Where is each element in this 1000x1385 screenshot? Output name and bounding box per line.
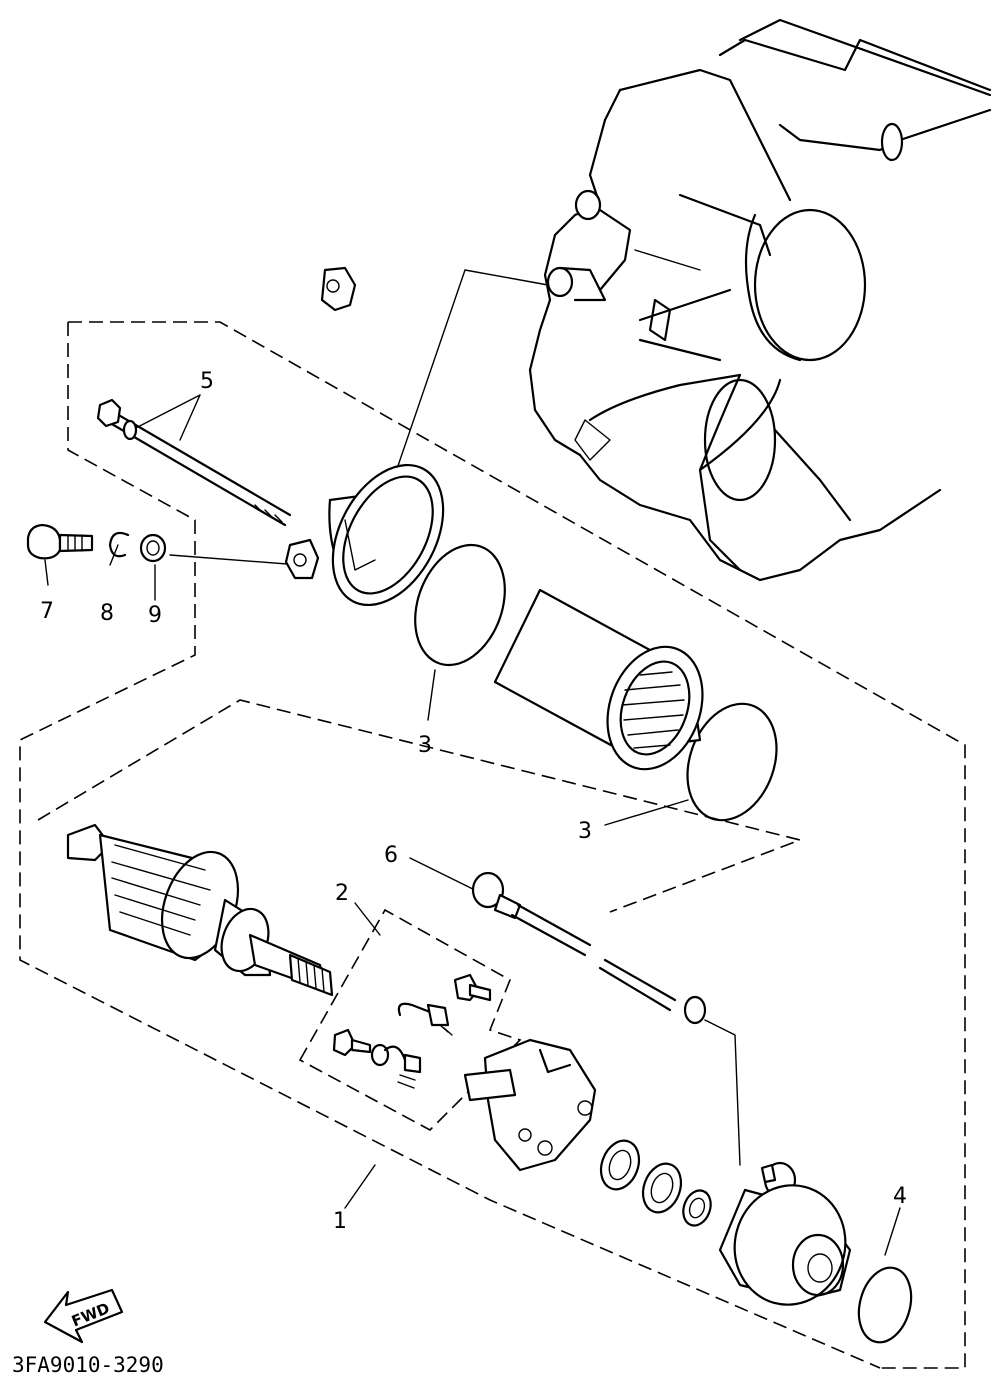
callout-2: 2 [335, 881, 349, 906]
callout-1: 1 [333, 1209, 347, 1234]
o-ring-4 [857, 1266, 913, 1344]
callout-3-upper: 3 [418, 733, 432, 758]
rear-cover [718, 1161, 852, 1306]
terminal-bolt-6 [471, 871, 707, 1025]
crankcase [528, 18, 992, 582]
callout-9: 9 [148, 603, 162, 628]
through-bolt [96, 398, 292, 527]
diagram-code: 3FA9010-3290 [12, 1353, 164, 1377]
callout-5: 5 [200, 369, 214, 394]
washer-set [599, 1139, 712, 1227]
brush-set [332, 973, 597, 1172]
washer-9 [139, 533, 167, 563]
callout-3-lower: 3 [578, 819, 592, 844]
callout-7: 7 [40, 599, 54, 624]
o-ring-upper [414, 543, 506, 667]
front-cover [284, 266, 445, 607]
group-boundary-brush [298, 908, 522, 1131]
armature [66, 823, 334, 997]
circlip-8 [108, 531, 130, 558]
group-boundary-upper [19, 321, 966, 1369]
fwd-arrow: FWD [43, 1288, 124, 1344]
callout-8: 8 [100, 601, 114, 626]
callout-4: 4 [893, 1184, 907, 1209]
yoke [493, 588, 704, 771]
callout-6: 6 [384, 843, 398, 868]
bolt-7 [26, 523, 94, 560]
o-ring-lower [686, 702, 778, 822]
group-boundary-armature [37, 699, 803, 913]
